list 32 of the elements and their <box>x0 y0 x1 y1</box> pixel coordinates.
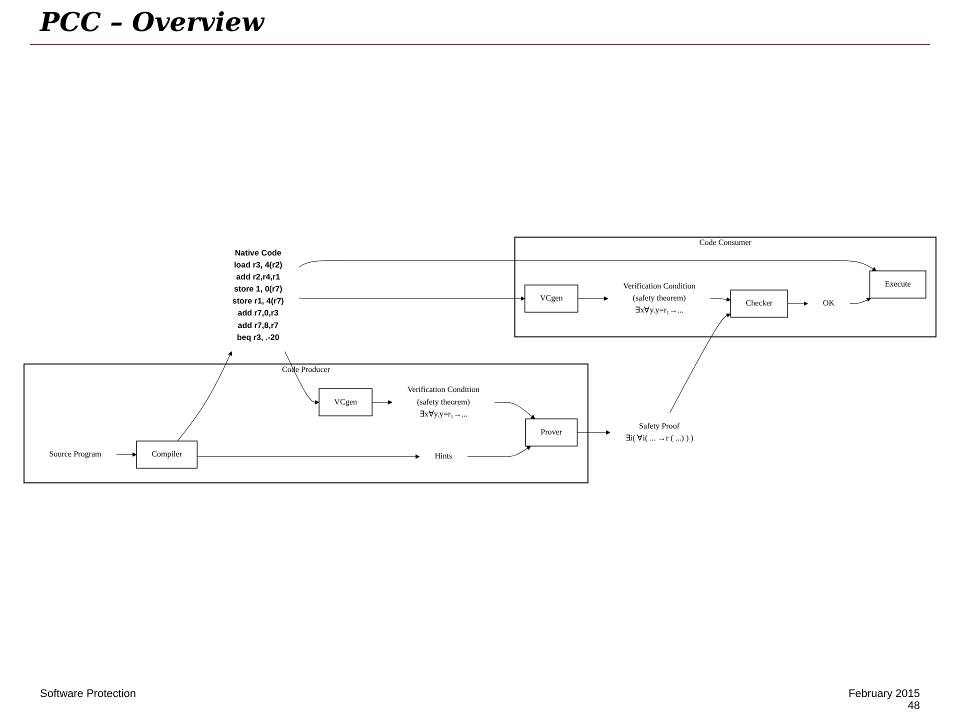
page-number: 48 <box>906 700 920 712</box>
arrow <box>494 402 536 420</box>
node-box: VCgen <box>524 284 578 313</box>
slide-title: PCC – Overview <box>40 8 264 38</box>
arrow <box>467 446 531 457</box>
arrow <box>177 351 232 442</box>
arrow <box>196 454 420 459</box>
arrow <box>787 301 808 306</box>
node-box: VCgen <box>318 388 372 416</box>
arrow <box>116 452 137 457</box>
arrow <box>372 400 392 404</box>
arrow <box>710 297 731 302</box>
node-text: Source Program <box>49 450 102 459</box>
node-text: Safety Proof ∃i( ∀i( ... →r ( ...) ) ) <box>625 422 694 443</box>
arrow <box>576 430 610 435</box>
node-box: Checker <box>730 290 788 318</box>
node-text: OK <box>822 299 835 308</box>
arrow <box>849 298 871 304</box>
node-text: Native Code load r3, 4(r2) add r2,r4,r1 store 1, 0(r7) store r1, 4(r7) add r7,0,r3 add r7,8,r7 beq r3, .-20 <box>232 248 284 342</box>
arrow <box>670 313 731 414</box>
arrow <box>578 296 608 301</box>
arrow <box>298 260 877 272</box>
date-text: February 2015 <box>848 688 920 700</box>
arrow <box>298 296 526 301</box>
node-text: Hints <box>434 452 452 461</box>
node-box: Prover <box>525 418 578 446</box>
footer-text: Software Protection <box>40 688 136 700</box>
node-box: Compiler <box>136 440 198 469</box>
node-box: Execute <box>869 270 926 298</box>
node-text: Verification Condition (safety theorem) ∃x∀y.y=r₁→... <box>407 386 480 418</box>
node-text: Verification Condition (safety theorem) ∃x∀y.y=r₁→... <box>623 282 696 315</box>
arrow <box>284 351 320 404</box>
